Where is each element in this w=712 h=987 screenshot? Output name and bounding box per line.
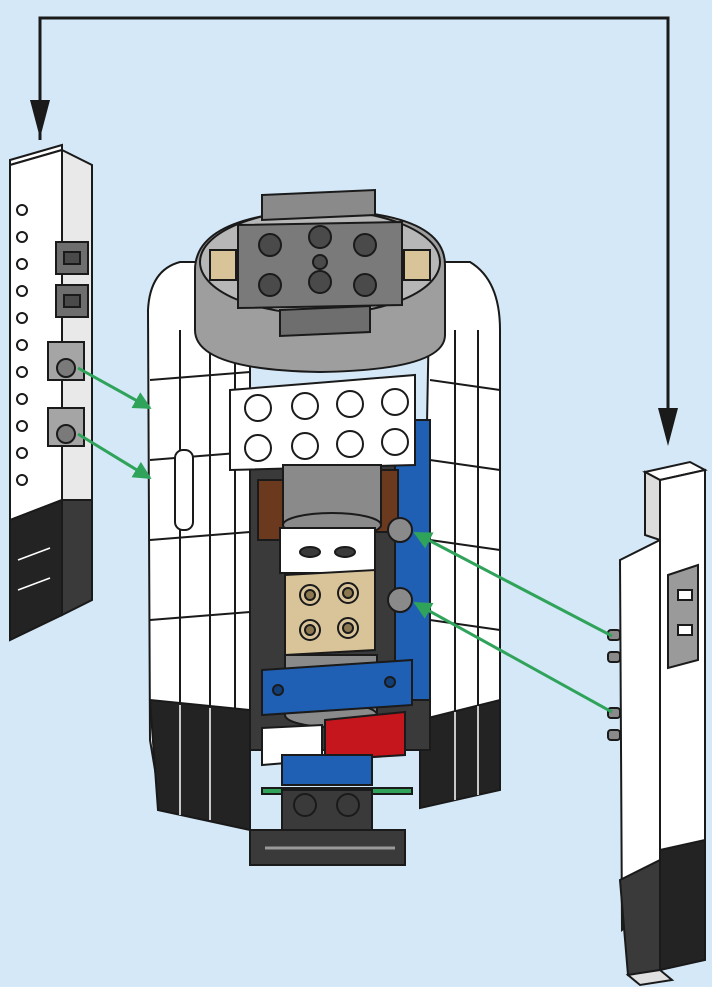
- left-clip-1: [47, 341, 85, 381]
- top-turntable: [194, 188, 446, 374]
- right-panel-piece: [607, 460, 708, 987]
- left-clip-2: [47, 407, 85, 447]
- tan-brick: [284, 568, 376, 657]
- connector-right-upper: [413, 531, 613, 638]
- top-white-studs: [244, 388, 409, 462]
- arrowhead-right-icon: [658, 408, 678, 446]
- connector-left-lower: [77, 432, 152, 480]
- connector-right-lower: [413, 601, 613, 714]
- arrowhead-left-icon: [30, 100, 50, 138]
- left-panel-holes: [16, 204, 28, 486]
- callout-line-top: [38, 16, 670, 440]
- connection-arrows: [77, 366, 613, 714]
- right-pins: [607, 629, 621, 741]
- central-tower: [146, 188, 501, 866]
- callout-arrows: [30, 16, 678, 446]
- left-panel-piece: [9, 143, 93, 642]
- tower-base-feet: [249, 754, 413, 866]
- connector-left-upper: [77, 366, 152, 410]
